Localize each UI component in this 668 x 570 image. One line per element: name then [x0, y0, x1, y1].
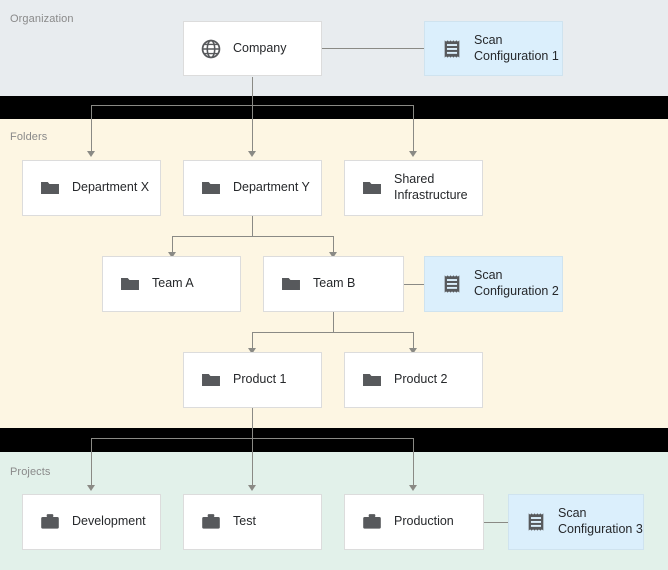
node-product-1[interactable]: Product 1 [183, 352, 322, 408]
arrowhead-product1 [248, 348, 256, 354]
node-team-b[interactable]: Team B [263, 256, 404, 312]
node-label-product-1: Product 1 [233, 372, 287, 387]
receipt-icon [528, 513, 544, 531]
edge-production-scan3 [484, 522, 508, 523]
node-development[interactable]: Development [22, 494, 161, 550]
edge-product1-test-drop [252, 438, 253, 485]
arrowhead-shared [409, 151, 417, 157]
node-label-shared-infrastructure: Shared Infrastructure [394, 172, 468, 202]
node-label-production: Production [394, 514, 454, 529]
arrowhead-product2 [409, 348, 417, 354]
arrowhead-test [248, 485, 256, 491]
band-label-organization: Organization [10, 13, 74, 25]
node-department-y[interactable]: Department Y [183, 160, 322, 216]
edge-company-depty-drop [252, 105, 253, 151]
node-label-team-a: Team A [152, 276, 194, 291]
edge-company-scan1 [322, 48, 424, 49]
edge-product1-production-drop [413, 438, 414, 485]
node-label-department-x: Department X [72, 180, 150, 195]
folder-icon [202, 181, 220, 195]
edge-teamb-bus [252, 332, 414, 333]
node-label-scan-configuration-1: Scan Configuration 1 [474, 32, 559, 63]
node-shared-infrastructure[interactable]: Shared Infrastructure [344, 160, 483, 216]
node-department-x[interactable]: Department X [22, 160, 161, 216]
node-test[interactable]: Test [183, 494, 322, 550]
node-company[interactable]: Company [183, 21, 322, 76]
node-scan-configuration-2[interactable]: Scan Configuration 2 [424, 256, 563, 312]
edge-company-shared-drop [413, 105, 414, 151]
folder-icon [121, 277, 139, 291]
arrowhead-development [87, 485, 95, 491]
briefcase-icon [202, 514, 220, 529]
node-label-team-b: Team B [313, 276, 356, 291]
arrowhead-teamb [329, 252, 337, 258]
folder-icon [202, 373, 220, 387]
node-label-development: Development [72, 514, 146, 529]
node-label-product-2: Product 2 [394, 372, 448, 387]
edge-product1-stem [252, 408, 253, 438]
node-label-company: Company [233, 40, 287, 55]
node-label-scan-configuration-2: Scan Configuration 2 [474, 268, 559, 298]
edge-depty-bus [172, 236, 334, 237]
edge-teamb-stem [333, 312, 334, 332]
briefcase-icon [41, 514, 59, 529]
globe-icon [201, 39, 221, 58]
edge-depty-teamb-drop [333, 236, 334, 252]
edge-teamb-product1-drop [252, 332, 253, 348]
edge-company-stem [252, 77, 253, 105]
arrowhead-depty [248, 151, 256, 157]
node-label-department-y: Department Y [233, 180, 310, 195]
arrowhead-deptx [87, 151, 95, 157]
folder-icon [282, 277, 300, 291]
edge-company-deptx-drop [91, 105, 92, 151]
band-label-projects: Projects [10, 466, 51, 478]
receipt-icon [444, 275, 460, 293]
node-production[interactable]: Production [344, 494, 484, 550]
arrowhead-teama [168, 252, 176, 258]
receipt-icon [444, 39, 460, 58]
edge-teamb-scan2 [404, 284, 424, 285]
node-label-scan-configuration-3: Scan Configuration 3 [558, 506, 643, 536]
edge-teamb-product2-drop [413, 332, 414, 348]
folder-icon [363, 373, 381, 387]
band-label-folders: Folders [10, 131, 48, 143]
folder-icon [363, 181, 381, 195]
node-scan-configuration-1[interactable]: Scan Configuration 1 [424, 21, 563, 76]
node-product-2[interactable]: Product 2 [344, 352, 483, 408]
node-scan-configuration-3[interactable]: Scan Configuration 3 [508, 494, 644, 550]
edge-product1-development-drop [91, 438, 92, 485]
folder-icon [41, 181, 59, 195]
briefcase-icon [363, 514, 381, 529]
edge-depty-teama-drop [172, 236, 173, 252]
edge-depty-stem [252, 216, 253, 236]
arrowhead-production [409, 485, 417, 491]
node-label-test: Test [233, 514, 256, 529]
node-team-a[interactable]: Team A [102, 256, 241, 312]
